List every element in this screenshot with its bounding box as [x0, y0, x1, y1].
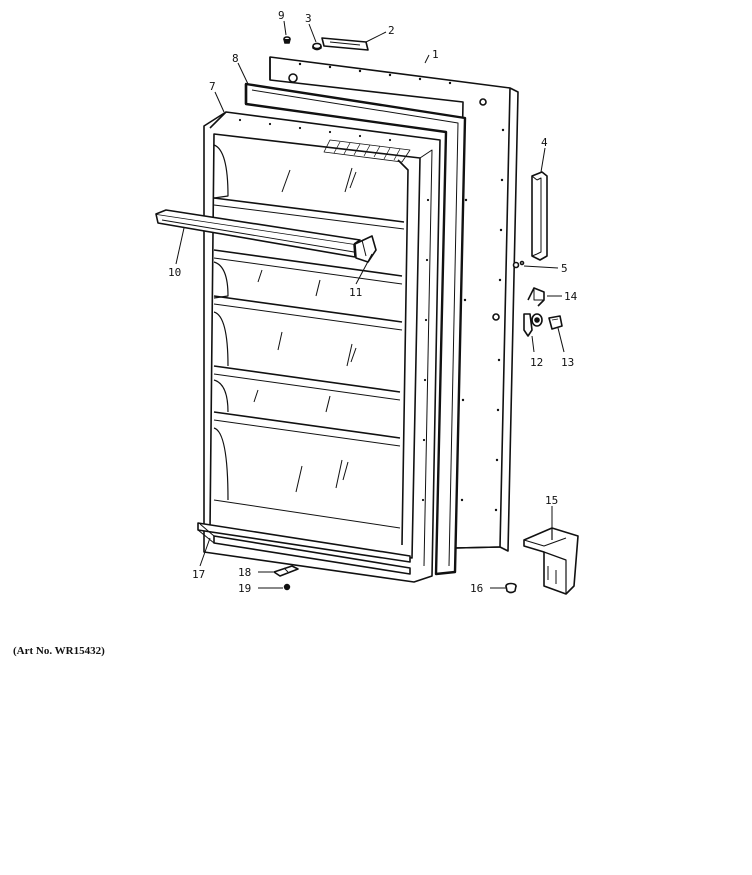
- callout-4: 4: [541, 136, 548, 149]
- callout-2: 2: [388, 24, 395, 37]
- bottom-screw: [283, 583, 291, 591]
- callout-19: 19: [238, 582, 251, 595]
- inner-door-liner: [203, 111, 441, 583]
- leader-lines: [175, 20, 565, 589]
- callout-11: 11: [349, 286, 362, 299]
- callout-9: 9: [278, 9, 285, 22]
- callout-labels: 1 2 3 9 8 7 4 5 14 12 13 15 16 10 11 17 …: [168, 9, 578, 595]
- bottom-hinge-pin: [505, 582, 517, 594]
- callout-15: 15: [545, 494, 558, 507]
- callout-16: 16: [470, 582, 483, 595]
- bottom-hinge: [273, 565, 299, 577]
- callout-10: 10: [168, 266, 181, 279]
- callout-14: 14: [564, 290, 578, 303]
- callout-17: 17: [192, 568, 205, 581]
- callout-12: 12: [530, 356, 543, 369]
- door-gasket: [244, 82, 467, 576]
- handle-screw: [512, 260, 525, 269]
- top-screw: [283, 36, 291, 44]
- callout-1: 1: [432, 48, 439, 61]
- door-handle: [531, 171, 548, 261]
- callout-7: 7: [209, 80, 216, 93]
- callout-18: 18: [238, 566, 251, 579]
- callout-8: 8: [232, 52, 239, 65]
- shelf-bar: [155, 209, 361, 258]
- lock-strike: [548, 315, 563, 330]
- art-number-caption: (Art No. WR15432): [13, 645, 105, 657]
- bottom-rail: [197, 522, 411, 575]
- door-lock: [523, 313, 543, 337]
- callout-5: 5: [561, 262, 568, 275]
- callout-13: 13: [561, 356, 574, 369]
- hinge-cover: [523, 527, 579, 595]
- callout-3: 3: [305, 12, 312, 25]
- hinge-pin: [312, 42, 322, 51]
- top-hinge: [321, 37, 369, 51]
- latch-bracket: [527, 287, 545, 307]
